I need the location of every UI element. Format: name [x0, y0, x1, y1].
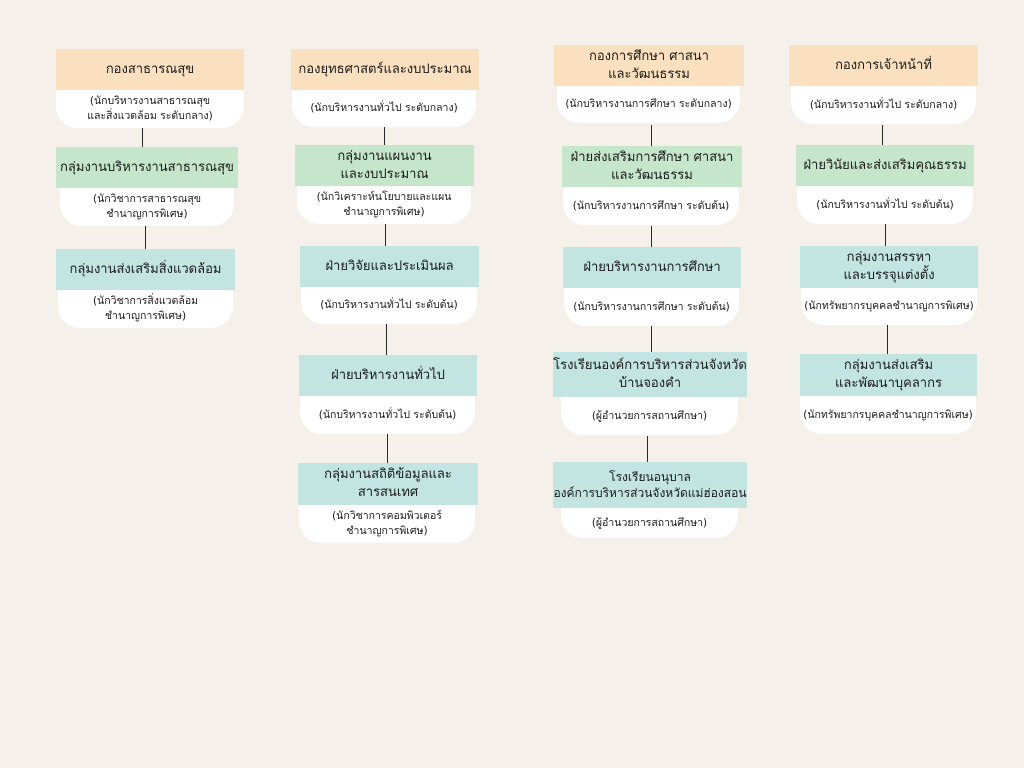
- node-title: กลุ่มงานส่งเสริม และพัฒนาบุคลากร: [800, 354, 977, 396]
- node-title: กองการศึกษา ศาสนา และวัฒนธรรม: [554, 45, 744, 86]
- connector: [882, 125, 883, 145]
- connector: [145, 225, 146, 249]
- connector: [384, 127, 385, 146]
- node-title: กองยุทธศาสตร์และงบประมาณ: [291, 49, 479, 90]
- node-title: กองการเจ้าหน้าที่: [789, 45, 978, 86]
- connector: [387, 433, 388, 463]
- node-subtitle: (นักบริหารงานทั่วไป ระดับกลาง): [791, 86, 976, 124]
- node-title: กลุ่มงานแผนงาน และงบประมาณ: [295, 145, 474, 186]
- node-title: ฝ่ายบริหารงานการศึกษา: [563, 247, 741, 288]
- connector: [142, 125, 143, 148]
- node-title: กลุ่มงานบริหารงานสาธารณสุข: [56, 147, 238, 188]
- node-subtitle: (นักวิเคราะห์นโยบายและแผน ชำนาญการพิเศษ): [297, 186, 471, 224]
- connector: [651, 226, 652, 247]
- connector: [887, 325, 888, 354]
- node-title: กองสาธารณสุข: [56, 49, 244, 90]
- node-subtitle: (นักบริหารงานทั่วไป ระดับกลาง): [292, 90, 476, 127]
- connector: [647, 436, 648, 462]
- connector: [651, 125, 652, 147]
- node-subtitle: (ผู้อำนวยการสถานศึกษา): [561, 397, 738, 435]
- connector: [651, 326, 652, 352]
- node-title: ฝ่ายวินัยและส่งเสริมคุณธรรม: [796, 145, 974, 186]
- node-subtitle: (นักวิชาการสาธารณสุข ชำนาญการพิเศษ): [60, 188, 234, 226]
- node-title: โรงเรียนองค์การบริหารส่วนจังหวัด บ้านจอง…: [553, 352, 747, 397]
- connector: [385, 224, 386, 246]
- node-subtitle: (นักบริหารงานการศึกษา ระดับต้น): [564, 288, 739, 326]
- node-subtitle: (นักบริหารงานทั่วไป ระดับต้น): [300, 396, 475, 434]
- node-subtitle: (นักบริหารงานการศึกษา ระดับต้น): [563, 187, 739, 225]
- node-subtitle: (นักบริหารงานทั่วไป ระดับต้น): [301, 287, 477, 324]
- node-subtitle: (นักทรัพยากรบุคคลชำนาญการพิเศษ): [801, 288, 977, 325]
- node-subtitle: (นักวิชาการสิ่งแวดล้อม ชำนาญการพิเศษ): [58, 290, 233, 328]
- node-title: ฝ่ายส่งเสริมการศึกษา ศาสนา และวัฒนธรรม: [562, 146, 742, 187]
- connector: [885, 224, 886, 246]
- node-subtitle: (นักบริหารงานการศึกษา ระดับกลาง): [557, 86, 740, 123]
- node-title: กลุ่มงานสรรหา และบรรจุแต่งตั้ง: [800, 246, 978, 288]
- node-title: ฝ่ายวิจัยและประเมินผล: [300, 246, 479, 287]
- node-subtitle: (นักบริหารงานทั่วไป ระดับต้น): [797, 186, 973, 224]
- node-subtitle: (นักบริหารงานสาธารณสุข และสิ่งแวดล้อม ระ…: [56, 90, 244, 128]
- node-subtitle: (นักวิชาการคอมพิวเตอร์ ชำนาญการพิเศษ): [299, 505, 475, 543]
- node-subtitle: (นักทรัพยากรบุคคลชำนาญการพิเศษ): [800, 396, 976, 434]
- node-title: โรงเรียนอนุบาล องค์การบริหารส่วนจังหวัดแ…: [553, 462, 747, 508]
- node-title: กลุ่มงานส่งเสริมสิ่งแวดล้อม: [56, 249, 235, 290]
- connector: [386, 324, 387, 355]
- node-title: กลุ่มงานสถิติข้อมูลและสารสนเทศ: [298, 463, 478, 505]
- node-subtitle: (ผู้อำนวยการสถานศึกษา): [561, 508, 738, 538]
- node-title: ฝ่ายบริหารงานทั่วไป: [299, 355, 477, 396]
